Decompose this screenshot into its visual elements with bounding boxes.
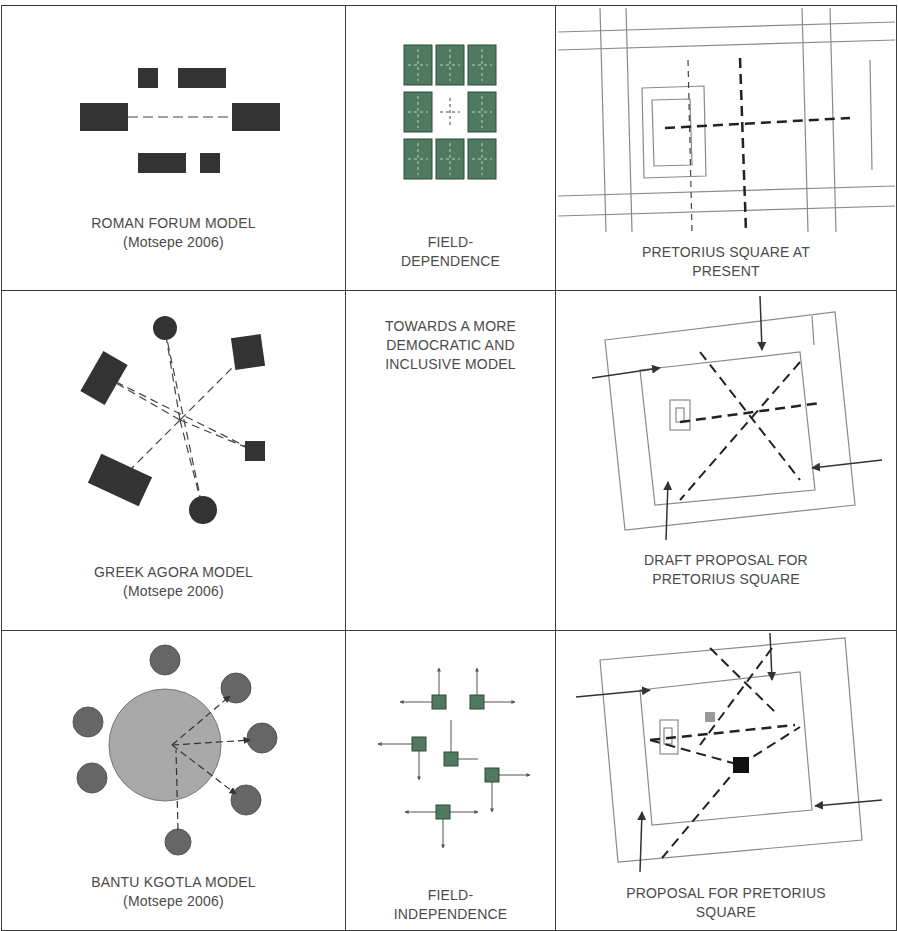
field-dependence-figure — [404, 45, 496, 179]
pretorius-present-sketch — [558, 8, 895, 232]
caption-group: PROPOSAL FOR PRETORIUS SQUARE — [556, 884, 896, 922]
caption-text: TOWARDS A MORE DEMOCRATIC AND INCLUSIVE … — [381, 317, 521, 374]
field-independence-cell: FIELD- INDEPENDENCE — [345, 630, 556, 931]
roman-forum-cell: ROMAN FORUM MODEL(Motsepe 2006) — [1, 5, 346, 291]
final-proposal-sketch — [576, 633, 882, 872]
caption-group: TOWARDS A MORE DEMOCRATIC AND INCLUSIVE … — [346, 317, 555, 374]
democratic-model-cell: TOWARDS A MORE DEMOCRATIC AND INCLUSIVE … — [345, 290, 556, 631]
greek-agora-cell: GREEK AGORA MODEL(Motsepe 2006) — [1, 290, 346, 631]
caption-text: (Motsepe 2006) — [123, 892, 224, 911]
caption-text: BANTU KGOTLA MODEL — [91, 873, 256, 892]
draft-proposal-cell: DRAFT PROPOSAL FOR PRETORIUS SQUARE — [555, 290, 897, 631]
caption-text: FIELD- INDEPENDENCE — [383, 886, 518, 924]
caption-group: FIELD- INDEPENDENCE — [346, 886, 555, 924]
caption-text: PROPOSAL FOR PRETORIUS SQUARE — [606, 884, 846, 922]
bantu-kgotla-figure — [73, 645, 277, 855]
bantu-kgotla-cell: BANTU KGOTLA MODEL(Motsepe 2006) — [1, 630, 346, 931]
caption-text: FIELD- DEPENDENCE — [392, 233, 510, 271]
proposal-cell: PROPOSAL FOR PRETORIUS SQUARE — [555, 630, 897, 931]
field-independence-figure — [378, 668, 530, 848]
caption-group: ROMAN FORUM MODEL(Motsepe 2006) — [2, 214, 345, 252]
present-square-cell: PRETORIUS SQUARE AT PRESENT — [555, 5, 897, 291]
field-dependence-cell: FIELD- DEPENDENCE — [345, 5, 556, 291]
greek-agora-figure — [80, 316, 265, 524]
caption-group: GREEK AGORA MODEL(Motsepe 2006) — [2, 563, 345, 601]
caption-text: ROMAN FORUM MODEL — [91, 214, 255, 233]
caption-text: DRAFT PROPOSAL FOR PRETORIUS SQUARE — [606, 551, 846, 589]
caption-text: (Motsepe 2006) — [123, 582, 224, 601]
roman-forum-figure — [80, 68, 280, 173]
caption-text: GREEK AGORA MODEL — [94, 563, 253, 582]
caption-group: BANTU KGOTLA MODEL(Motsepe 2006) — [2, 873, 345, 911]
caption-text: (Motsepe 2006) — [123, 233, 224, 252]
caption-group: DRAFT PROPOSAL FOR PRETORIUS SQUARE — [556, 551, 896, 589]
draft-proposal-sketch — [592, 296, 882, 540]
caption-text: PRETORIUS SQUARE AT PRESENT — [614, 243, 839, 281]
caption-group: FIELD- DEPENDENCE — [346, 233, 555, 271]
caption-group: PRETORIUS SQUARE AT PRESENT — [556, 243, 896, 281]
